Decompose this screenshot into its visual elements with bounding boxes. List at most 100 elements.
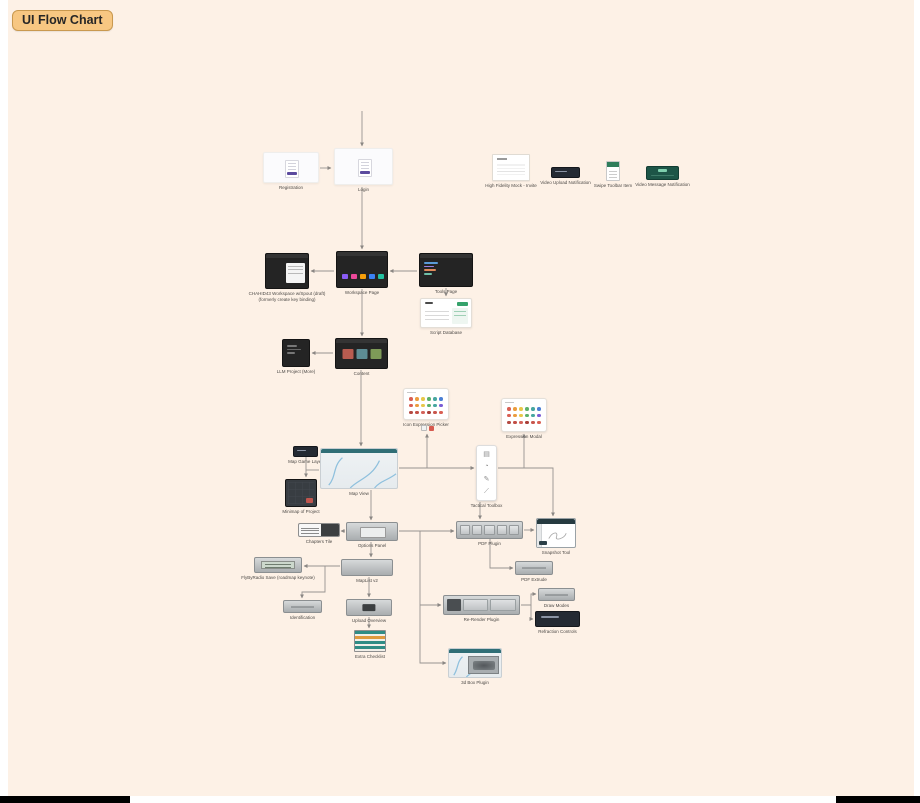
marker-chip <box>306 498 313 503</box>
video-upload-notification[interactable] <box>551 167 580 178</box>
llm-project-label: LLM Project (More) <box>276 369 316 374</box>
swipe-toolbar-item-label: Swipe Toolbar Item <box>593 183 633 188</box>
draw-modes-label: Draw Modes <box>543 603 570 608</box>
bottom-left-bar <box>0 796 130 803</box>
icon-expression-picker[interactable] <box>403 388 449 420</box>
plugin-sections <box>447 599 517 611</box>
options-panel[interactable] <box>346 522 398 541</box>
video-message-notification-label: Video Message Notification <box>635 182 690 187</box>
expression-modal[interactable] <box>501 398 547 432</box>
extra-checklist[interactable] <box>354 630 386 652</box>
modal-title-dash <box>505 401 514 403</box>
pdf-extrude[interactable] <box>515 561 553 575</box>
code-rows <box>287 345 301 354</box>
minimap-project[interactable] <box>285 479 317 507</box>
paper-lines <box>497 162 525 177</box>
maplist-v2[interactable] <box>341 559 393 576</box>
high-fidelity-invite-label: High Fidelity Mock - Invite <box>485 183 537 188</box>
content-screen[interactable] <box>335 338 388 369</box>
login-screen-label: Login <box>357 187 369 192</box>
rerender-plugin-label: Re-Render Plugin <box>463 617 500 622</box>
swipe-toolbar-item[interactable] <box>606 161 620 181</box>
identification[interactable] <box>283 600 322 613</box>
map-view[interactable] <box>320 448 398 489</box>
plus-icon <box>420 425 427 431</box>
center-chip <box>362 603 376 612</box>
snapshot-tool[interactable] <box>536 518 576 548</box>
pdf-extrude-label: PDF Extrude <box>521 577 547 582</box>
identification-label: Identification <box>289 615 316 620</box>
tools-page[interactable] <box>419 253 473 287</box>
map-game-layer-label: Map Game Layer <box>288 459 323 464</box>
green-screen <box>261 560 295 570</box>
picker-actions[interactable] <box>420 424 434 432</box>
map-game-layer[interactable] <box>293 446 318 457</box>
text-lines <box>425 308 449 320</box>
dialog-preview <box>285 263 305 283</box>
pill-line <box>522 567 546 569</box>
3d-box-plugin[interactable] <box>448 648 502 678</box>
script-database-label: Script Database <box>429 330 463 335</box>
upload-overview[interactable] <box>346 599 392 616</box>
window-sidebar <box>537 523 542 547</box>
workspace-draft[interactable] <box>265 253 309 289</box>
3d-box-plugin-label: 3d Box Plugin <box>461 680 489 685</box>
tactical-toolbox[interactable]: ▤ ◔ ✎ ⟋ <box>476 445 497 501</box>
app-logo-dash <box>425 302 433 304</box>
emoji-grid <box>408 397 444 415</box>
document-icon <box>357 158 372 177</box>
code-rows <box>424 262 438 275</box>
inner-panel <box>360 527 386 538</box>
color-chips <box>341 274 384 279</box>
pill-text-dash <box>541 616 560 618</box>
llm-project[interactable] <box>282 339 310 367</box>
paper-header <box>497 158 507 160</box>
pill-text-dash <box>296 449 307 452</box>
screen-header <box>420 254 472 258</box>
pdf-plugin-label: PDF Plugin <box>478 541 501 546</box>
river-paths <box>328 457 397 488</box>
flybyradio-save[interactable] <box>254 557 302 573</box>
flybyradio-save-label: FlyByRadio Save (roadmap keynote) <box>241 575 315 580</box>
banner-line <box>651 174 674 176</box>
tile-dark-half <box>321 524 339 536</box>
chapters-tile[interactable] <box>298 523 340 537</box>
map-header <box>321 449 397 453</box>
pill-line <box>290 606 315 607</box>
emoji-icon <box>428 425 434 431</box>
pencil-icon[interactable]: ✎ <box>483 475 490 483</box>
content-screen-label: Content <box>353 371 370 376</box>
content-cards <box>342 349 381 360</box>
tools-page-label: Tools Page <box>434 289 458 294</box>
options-panel-label: Options Panel <box>357 543 387 548</box>
refraction-controls-label: Refraction Controls <box>538 629 577 634</box>
login-screen[interactable] <box>334 148 393 185</box>
document-icon <box>285 159 299 178</box>
window-titlebar <box>537 519 575 524</box>
maplist-v2-label: MapList v2 <box>356 578 378 583</box>
frame-icon[interactable]: ▤ <box>483 451 490 459</box>
rerender-plugin[interactable] <box>443 595 520 615</box>
workspace-draft-label: CHAHID43 Workspace w/Spout (draft)(forme… <box>248 291 326 303</box>
measure-icon[interactable]: ⟋ <box>484 487 489 495</box>
pdf-plugin[interactable] <box>456 521 523 539</box>
refraction-controls[interactable] <box>535 611 580 627</box>
script-database[interactable] <box>420 298 472 328</box>
3d-preview <box>467 656 499 674</box>
icon-expression-picker-label: Icon Expression Picker <box>403 422 449 427</box>
registration-screen[interactable] <box>263 152 319 183</box>
video-message-notification[interactable] <box>646 166 679 180</box>
stamp-icon[interactable]: ◔ <box>484 463 489 471</box>
expression-modal-label: Expression Modal <box>506 434 542 439</box>
extra-checklist-label: Extra Checklist <box>354 654 385 659</box>
flowchart-title-badge[interactable]: UI Flow Chart <box>12 10 113 31</box>
workspace-page-label: Workspace Page <box>344 290 380 295</box>
high-fidelity-invite[interactable] <box>492 154 530 181</box>
side-panel <box>451 308 468 324</box>
tactical-toolbox-label: Tactical Toolbox <box>470 503 503 508</box>
workspace-page[interactable] <box>336 251 388 288</box>
screen-header <box>337 252 387 256</box>
tile-text-lines <box>299 524 321 536</box>
draw-modes[interactable] <box>538 588 575 601</box>
